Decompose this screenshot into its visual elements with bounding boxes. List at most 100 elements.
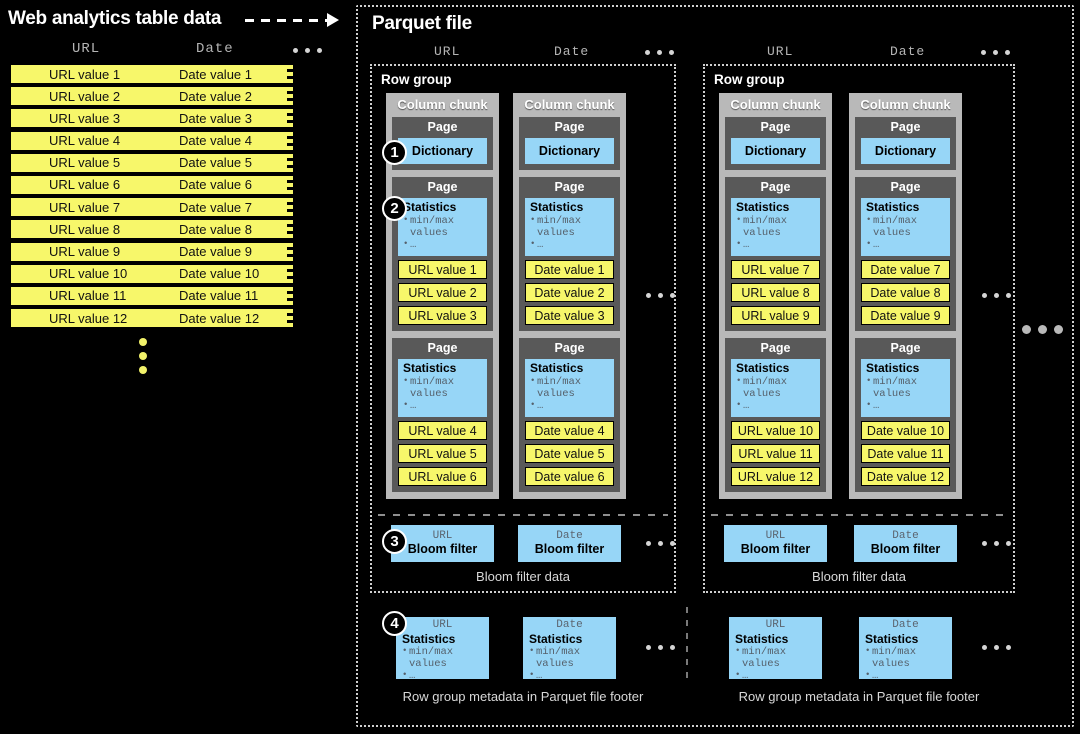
column-chunks-ellipsis-icon-rg2 [982, 293, 1011, 298]
footer-statistics-box-2-2: DateStatisticsmin/max values… [859, 617, 952, 682]
page-value-box: URL value 7 [731, 260, 820, 280]
statistics-bullet: … [736, 239, 815, 252]
source-cell-url: URL value 7 [49, 199, 121, 215]
column-chunk-title: Column chunk [730, 97, 821, 112]
parquet-file-container [356, 5, 1074, 727]
row-group-2: Row group [703, 64, 1015, 593]
source-rows-vertical-ellipsis-icon [139, 338, 147, 374]
source-cell-url: URL value 3 [49, 110, 121, 126]
source-cell-url: URL value 11 [49, 288, 127, 304]
footer-statistics-box-2-1: URLStatisticsmin/max values… [729, 617, 822, 682]
source-cell-url: URL value 12 [49, 310, 128, 326]
page-2-2-2: PageStatisticsmin/max values…Date value … [855, 177, 956, 332]
source-cell-url: URL value 9 [49, 244, 121, 259]
page-title: Page [554, 120, 585, 134]
page-value-box: URL value 12 [731, 467, 820, 487]
page-title: Page [760, 180, 791, 194]
bloom-filter-label: Bloom filter [740, 542, 811, 557]
statistics-bullet: min/max values [736, 215, 815, 240]
source-table-row: URL value 5 Date value 5 [10, 152, 293, 173]
source-cell-url: URL value 5 [49, 155, 121, 171]
footer-metadata-divider [686, 607, 688, 682]
callout-1: 1 [382, 140, 407, 165]
page-value-box: URL value 10 [731, 421, 820, 441]
column-chunk-title: Column chunk [860, 97, 951, 112]
callout-4: 4 [382, 611, 407, 636]
page-1-2-2: PageStatisticsmin/max values…Date value … [519, 177, 620, 332]
dashed-arrow-icon [245, 13, 345, 27]
parquet-file-title: Parquet file [372, 13, 472, 34]
source-cell-url: URL value 4 [49, 133, 121, 149]
page-value-box: Date value 11 [861, 444, 950, 464]
page-value-box: URL value 3 [398, 306, 487, 326]
statistics-bullet: … [403, 239, 482, 252]
footer-statistics-column-name: Date [892, 619, 919, 631]
statistics-title: Statistics [866, 361, 920, 376]
bloom-filter-column-name: URL [432, 529, 453, 542]
page-title: Page [890, 120, 921, 134]
dictionary-box: Dictionary [861, 138, 950, 164]
page-statistics-box: Statisticsmin/max values… [731, 198, 820, 257]
statistics-bullet: min/max values [866, 215, 945, 240]
page-title: Page [427, 120, 458, 134]
source-cell-date: Date value 4 [179, 133, 252, 149]
source-column-header-date: Date [196, 41, 234, 57]
statistics-title: Statistics [403, 361, 457, 376]
page-title: Page [554, 180, 585, 194]
statistics-title: Statistics [736, 361, 790, 376]
footer-statistics-ellipsis-icon-rg1 [646, 645, 675, 650]
bloom-filter-label: Bloom filter [407, 542, 478, 557]
footer-statistics-column-name: URL [765, 619, 786, 631]
bloom-filter-column-name: Date [892, 529, 919, 542]
page-statistics-box: Statisticsmin/max values… [398, 359, 487, 418]
page-value-box: Date value 8 [861, 283, 950, 303]
bloom-filter-separator-rg1 [378, 514, 668, 516]
source-cell-date: Date value 5 [179, 155, 252, 171]
source-cell-url: URL value 1 [49, 66, 121, 82]
footer-statistics-box-1-1: URLStatisticsmin/max values… [396, 617, 489, 682]
statistics-bullet: … [866, 239, 945, 252]
page-value-box: URL value 9 [731, 306, 820, 326]
source-table-header: URL Date [10, 41, 340, 63]
source-cell-url: URL value 2 [49, 88, 121, 104]
footer-caption-rg2: Row group metadata in Parquet file foote… [738, 689, 980, 704]
page-1-1-3: PageStatisticsmin/max values… URL value 4… [392, 338, 493, 493]
page-2-1-3: PageStatisticsmin/max values…URL value 1… [725, 338, 826, 493]
column-chunk-title: Column chunk [524, 97, 615, 112]
source-cell-date: Date value 6 [179, 177, 252, 193]
footer-statistics-bullet: min/max values [735, 646, 816, 671]
source-cell-url: URL value 10 [49, 266, 128, 282]
dictionary-box: Dictionary [731, 138, 820, 164]
footer-statistics-column-name: Date [556, 619, 583, 631]
page-title: Page [427, 180, 458, 194]
page-title: Page [427, 341, 458, 356]
bloom-filter-label: Bloom filter [534, 542, 605, 557]
page-statistics-box: Statisticsmin/max values… [398, 198, 487, 257]
bloom-filter-label: Bloom filter [870, 542, 941, 557]
source-table-title: Web analytics table data [8, 8, 222, 29]
footer-statistics-bullet: min/max values [402, 646, 483, 671]
column-chunks-ellipsis-icon-rg1 [646, 293, 675, 298]
page-value-box: URL value 1 [398, 260, 487, 280]
statistics-bullet: min/max values [736, 376, 815, 401]
page-1-2-3: PageStatisticsmin/max values…Date value … [519, 338, 620, 493]
footer-statistics-bullet: … [735, 670, 816, 683]
page-value-box: URL value 4 [398, 421, 487, 441]
callout-2: 2 [382, 196, 407, 221]
dictionary-box: Dictionary [398, 138, 487, 164]
statistics-title: Statistics [736, 200, 790, 214]
callout-3: 3 [382, 529, 407, 554]
statistics-title: Statistics [530, 200, 584, 214]
source-cell-url: URL value 6 [49, 177, 121, 193]
